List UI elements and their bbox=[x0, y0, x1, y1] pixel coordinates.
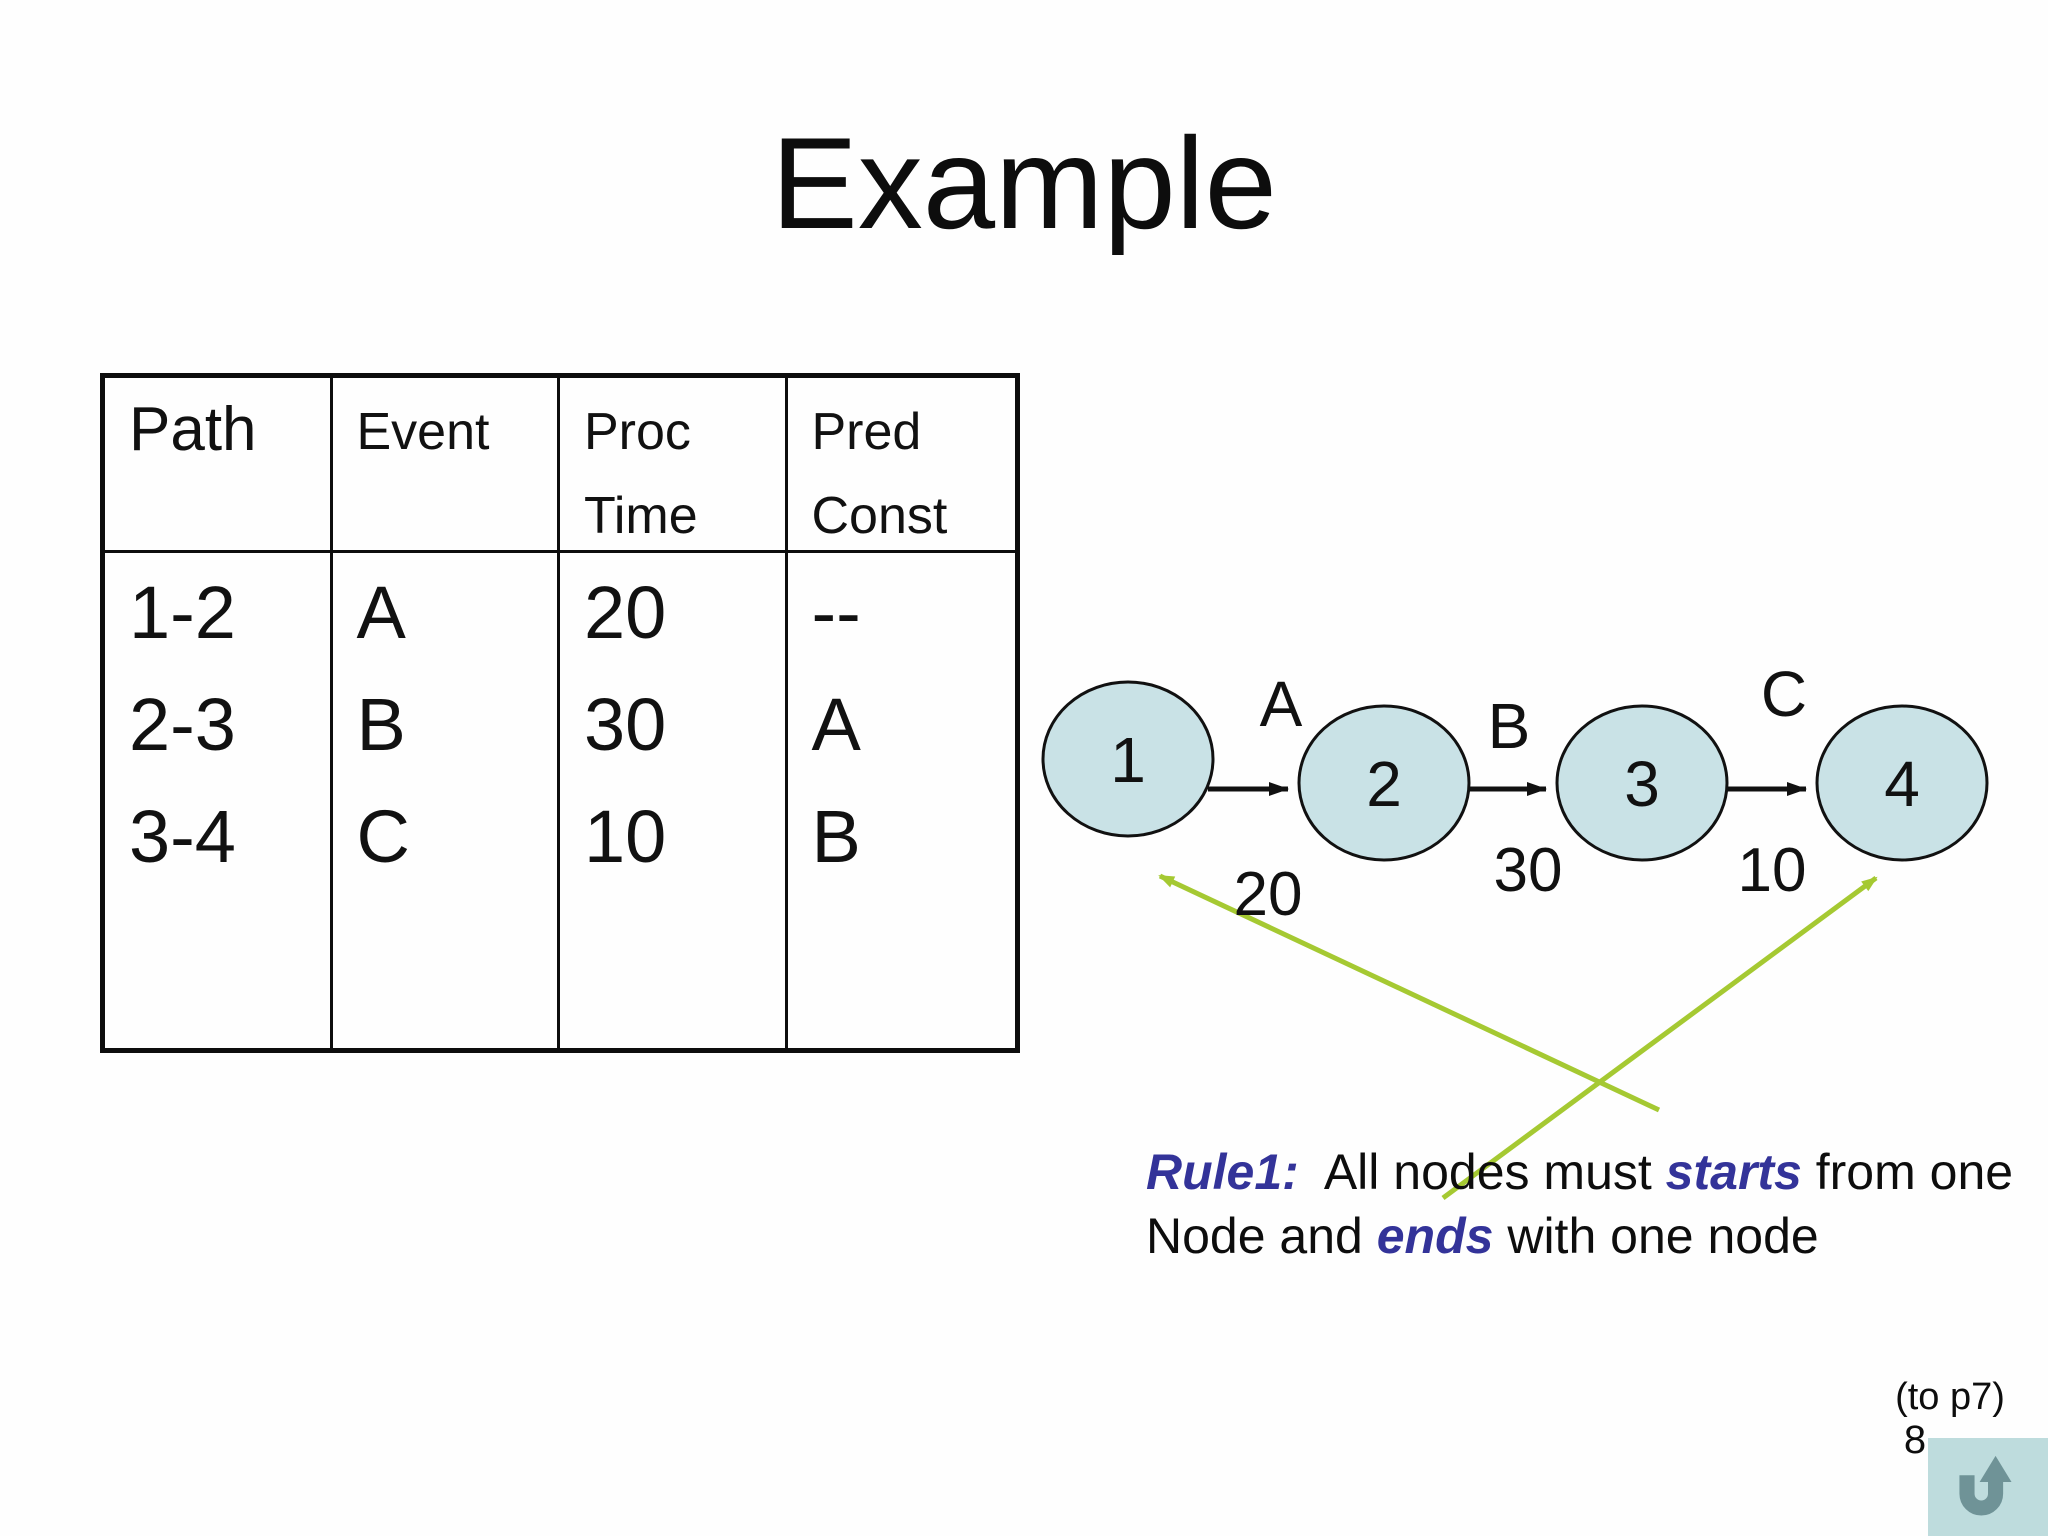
edge-b-label: B bbox=[1488, 690, 1531, 762]
goto-page-label: (to p7) bbox=[1895, 1376, 2005, 1418]
node-2-label: 2 bbox=[1366, 748, 1402, 820]
rule1-label: Rule1: bbox=[1146, 1144, 1299, 1200]
node-4-circle bbox=[1815, 704, 1989, 862]
table-cell: 30 bbox=[584, 683, 667, 766]
rule1-text: Rule1: All nodes must starts from one No… bbox=[1146, 1140, 2048, 1268]
table-cell: B bbox=[811, 795, 861, 878]
table-cell: B bbox=[356, 683, 406, 766]
node-4-label: 4 bbox=[1884, 748, 1920, 820]
table-cell: C bbox=[356, 795, 410, 878]
node-3-circle bbox=[1555, 704, 1729, 862]
page-title: Example bbox=[771, 110, 1277, 256]
rule1-starts-emphasis: starts bbox=[1665, 1144, 1802, 1200]
return-button[interactable] bbox=[1928, 1438, 2048, 1536]
rule1-line1: Rule1: All nodes must starts from one bbox=[1146, 1144, 2014, 1200]
node-1-label: 1 bbox=[1110, 724, 1146, 796]
edge-b-weight: 30 bbox=[1494, 836, 1563, 905]
paths-table: Path Event Proc Time Pred Const 1-2 2-3 … bbox=[100, 373, 1020, 1053]
table-header-pred-const: Pred Const bbox=[787, 378, 1015, 553]
table-cell: -- bbox=[811, 571, 861, 654]
node-3-label: 3 bbox=[1624, 748, 1660, 820]
table-cell: A bbox=[811, 683, 861, 766]
edge-a-weight: 20 bbox=[1234, 860, 1303, 929]
node-1-circle bbox=[1041, 680, 1215, 838]
rule-arrow-to-node-1 bbox=[1158, 873, 1661, 1113]
u-turn-arrow-icon bbox=[1946, 1445, 2030, 1529]
rule1-ends-emphasis: ends bbox=[1376, 1208, 1494, 1264]
table-column-proc-time: 20 30 10 bbox=[560, 553, 788, 1048]
edge-c-weight: 10 bbox=[1738, 836, 1807, 905]
table-header-proc-time: Proc Time bbox=[560, 378, 788, 553]
table-cell: 2-3 bbox=[129, 683, 236, 766]
edge-a-label: A bbox=[1260, 668, 1303, 740]
table-cell: A bbox=[356, 571, 406, 654]
table-column-path: 1-2 2-3 3-4 bbox=[105, 553, 333, 1048]
table-cell: 10 bbox=[584, 795, 667, 878]
table-cell: 20 bbox=[584, 571, 667, 654]
page-number: 8 bbox=[1903, 1418, 1927, 1462]
table-cell: 3-4 bbox=[129, 795, 236, 878]
table-header-path: Path bbox=[105, 378, 333, 553]
node-2-circle bbox=[1297, 704, 1471, 862]
table-header-event: Event bbox=[332, 378, 560, 553]
edge-c-label: C bbox=[1761, 658, 1807, 730]
table-cell: 1-2 bbox=[129, 571, 236, 654]
rule1-line2: Node and ends with one node bbox=[1146, 1208, 1819, 1264]
table-column-pred-const: -- A B bbox=[788, 553, 1016, 1048]
table-column-event: A B C bbox=[333, 553, 560, 1048]
rule-arrow-to-node-4 bbox=[1441, 875, 1878, 1201]
